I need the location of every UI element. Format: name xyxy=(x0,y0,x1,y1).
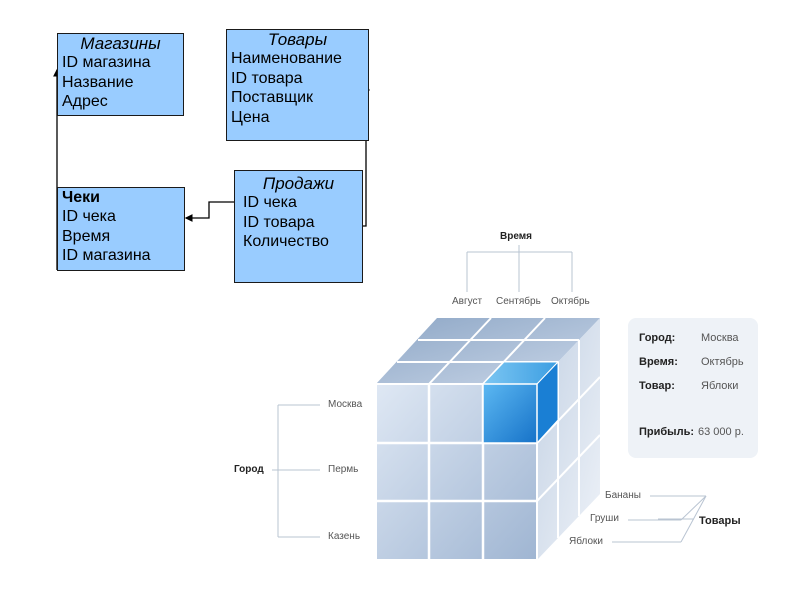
stores-title: Магазины xyxy=(80,34,161,53)
time-bracket xyxy=(466,245,573,292)
stores-field: Название xyxy=(62,73,134,91)
goods-dimension-title: Товары xyxy=(699,515,741,527)
goods-member: Яблоки xyxy=(569,536,603,547)
goods-member: Бананы xyxy=(605,490,641,501)
info-city-value: Москва xyxy=(701,332,739,344)
goods-title: Товары xyxy=(267,30,328,49)
info-profit-label: Прибыль: xyxy=(639,426,694,438)
goods-field: ID товара xyxy=(231,69,303,87)
info-city-label: Город: xyxy=(639,332,676,344)
city-member: Казень xyxy=(328,531,361,542)
info-goods-label: Товар: xyxy=(639,380,675,392)
goods-field: Поставщик xyxy=(231,89,314,106)
info-profit-row: Прибыль: 63 000 р. xyxy=(639,426,744,438)
receipts-field: ID чека xyxy=(62,208,116,225)
info-time-label: Время: xyxy=(639,356,678,368)
time-member: Октябрь xyxy=(551,296,590,307)
city-member: Пермь xyxy=(328,464,359,475)
time-member: Август xyxy=(452,296,483,307)
sales-title: Продажи xyxy=(262,174,335,193)
stores-field: ID магазина xyxy=(62,54,151,71)
goods-member: Груши xyxy=(590,513,619,524)
city-bracket xyxy=(272,404,320,538)
goods-bracket xyxy=(612,495,707,543)
highlighted-cell-front xyxy=(482,383,538,444)
receipts-title: Чеки xyxy=(62,189,100,206)
receipts-entity: Чеки ID чека Время ID магазина xyxy=(57,187,185,271)
sales-field: ID товара xyxy=(243,213,315,231)
sales-field: Количество xyxy=(243,233,329,250)
stores-entity: Магазины ID магазина Название Адрес xyxy=(57,33,184,116)
info-goods-value: Яблоки xyxy=(701,380,739,392)
goods-field: Цена xyxy=(231,108,270,126)
info-time-row: Время: Октябрь xyxy=(639,356,744,368)
selection-info-panel: Город:Москва Время:Октябрь Товар:Яблоки … xyxy=(628,318,758,458)
info-profit-value: 63 000 р. xyxy=(698,426,744,438)
stores-field: Адрес xyxy=(62,93,108,110)
city-member: Москва xyxy=(328,399,363,410)
goods-entity: Товары Наименование ID товара Поставщик … xyxy=(226,29,369,141)
receipts-field: ID магазина xyxy=(62,247,151,264)
time-dimension-title: Время xyxy=(500,231,532,242)
info-time-value: Октябрь xyxy=(701,356,744,368)
sales-field: ID чека xyxy=(243,194,297,211)
sales-entity: Продажи ID чека ID товара Количество xyxy=(234,170,363,283)
city-dimension-title: Город xyxy=(234,464,264,475)
goods-field: Наименование xyxy=(231,50,342,67)
info-goods-row: Товар: Яблоки xyxy=(639,380,738,392)
time-member: Сентябрь xyxy=(496,296,541,307)
sales-receipts-link xyxy=(184,201,234,222)
receipts-field: Время xyxy=(62,227,111,245)
info-city-row: Город: Москва xyxy=(639,332,739,344)
